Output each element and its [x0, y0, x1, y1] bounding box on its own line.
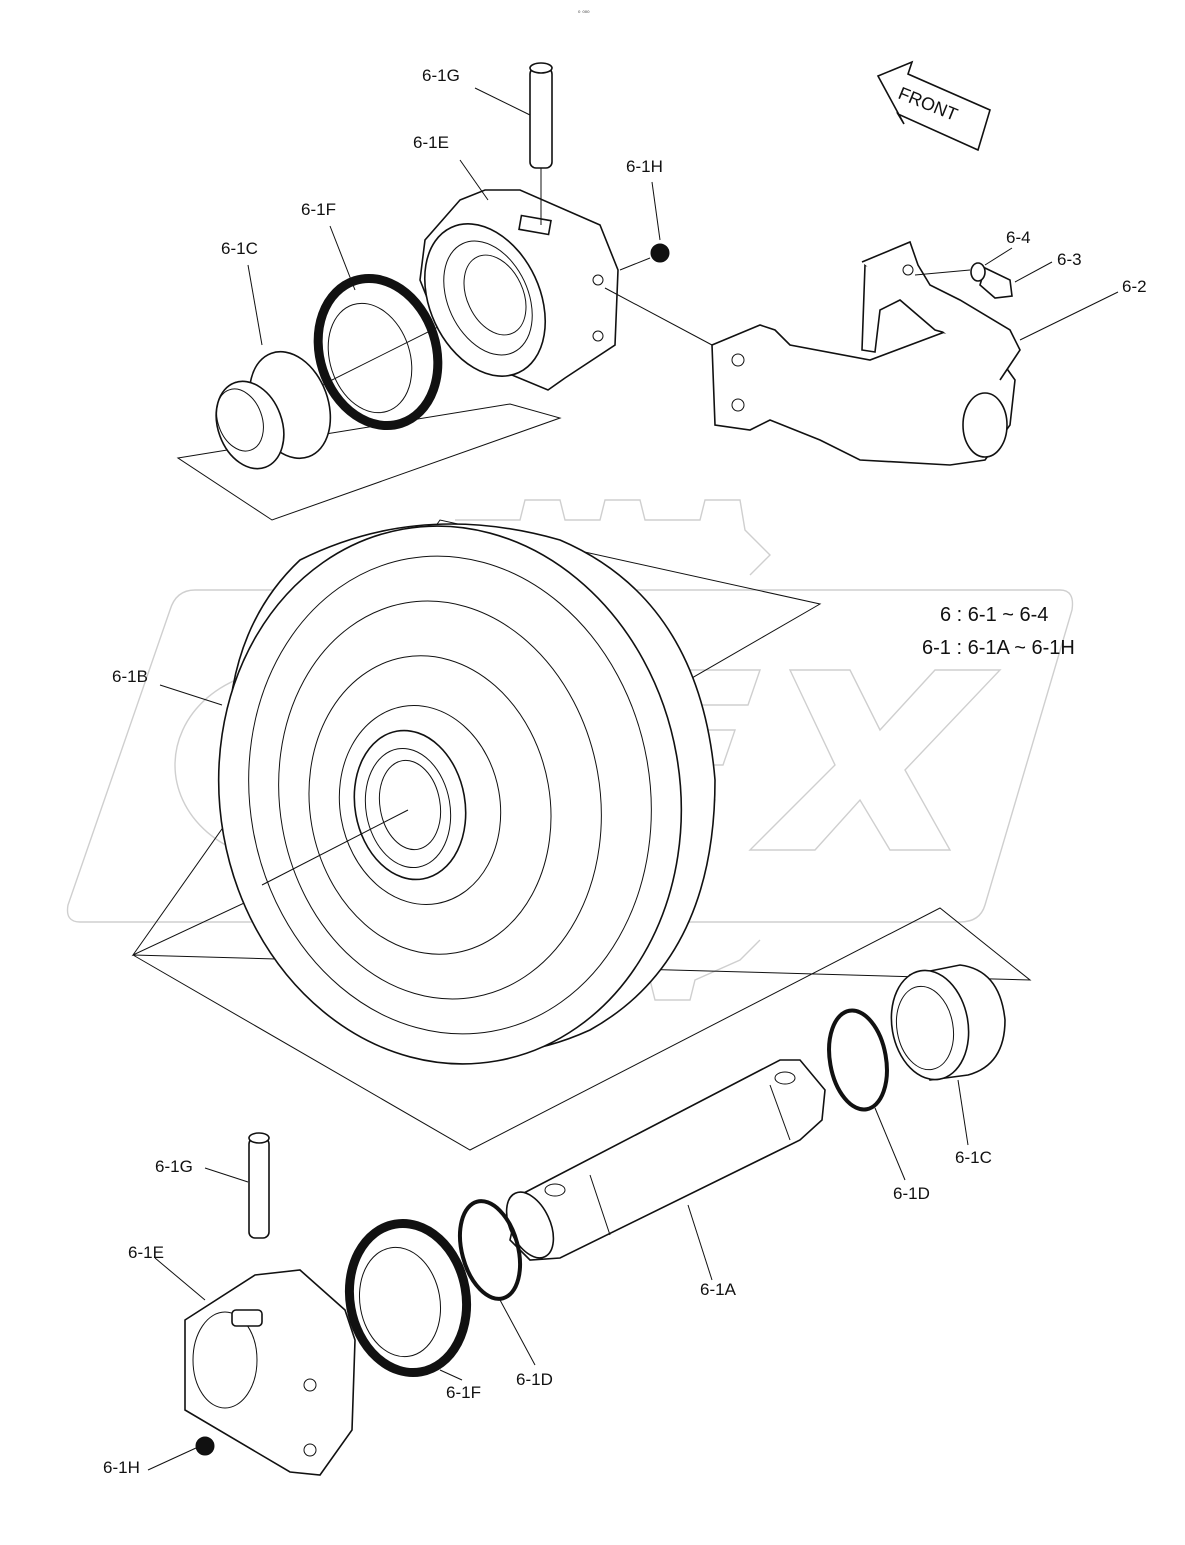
callout-6-4: 6-4 [1006, 228, 1031, 247]
top-plug [619, 243, 670, 271]
callout-6-3: 6-3 [1057, 250, 1082, 269]
idler-yoke [604, 240, 1021, 466]
callout-6-1a: 6-1A [700, 1280, 736, 1299]
callout-6-1c-right: 6-1C [955, 1148, 992, 1167]
legend-line-1: 6 : 6-1 ~ 6-4 [940, 604, 1049, 626]
callout-6-1b: 6-1B [112, 667, 148, 686]
right-o-ring [827, 1008, 889, 1112]
top-pin [529, 62, 553, 225]
callout-6-1d-bottom: 6-1D [516, 1370, 553, 1389]
lower-bracket [184, 1269, 356, 1476]
callout-6-1h-bottom: 6-1H [103, 1458, 140, 1477]
callout-6-1h-top: 6-1H [626, 157, 663, 176]
top-bushing [215, 350, 332, 470]
right-bushing [890, 964, 1006, 1081]
callout-6-1e-top: 6-1E [413, 133, 449, 152]
callout-6-1c-top: 6-1C [221, 239, 258, 258]
bolt-and-washer [914, 262, 1013, 299]
callout-6-1g-top: 6-1G [422, 66, 460, 85]
callout-6-1g-bottom: 6-1G [155, 1157, 193, 1176]
idler-wheel [217, 523, 716, 1065]
lower-o-ring [458, 1199, 522, 1301]
callout-6-1f-top: 6-1F [301, 200, 336, 219]
shaft [505, 1059, 826, 1261]
lower-seal-ring [344, 1218, 472, 1378]
lower-pin [248, 1132, 270, 1239]
front-direction-arrow [876, 60, 991, 152]
legend-line-2: 6-1 : 6-1A ~ 6-1H [922, 637, 1075, 659]
header-mark: ₀ ₀₀₀ [578, 8, 590, 15]
callout-6-1d-right: 6-1D [893, 1184, 930, 1203]
top-seal-ring [313, 273, 443, 431]
lower-plug [195, 1436, 215, 1456]
callout-6-2: 6-2 [1122, 277, 1147, 296]
top-bracket [419, 189, 619, 391]
lower-reference-plane [132, 907, 1032, 1151]
leader-lines [147, 87, 1119, 1471]
callout-6-1f-bottom: 6-1F [446, 1383, 481, 1402]
callout-6-1e-bottom: 6-1E [128, 1243, 164, 1262]
